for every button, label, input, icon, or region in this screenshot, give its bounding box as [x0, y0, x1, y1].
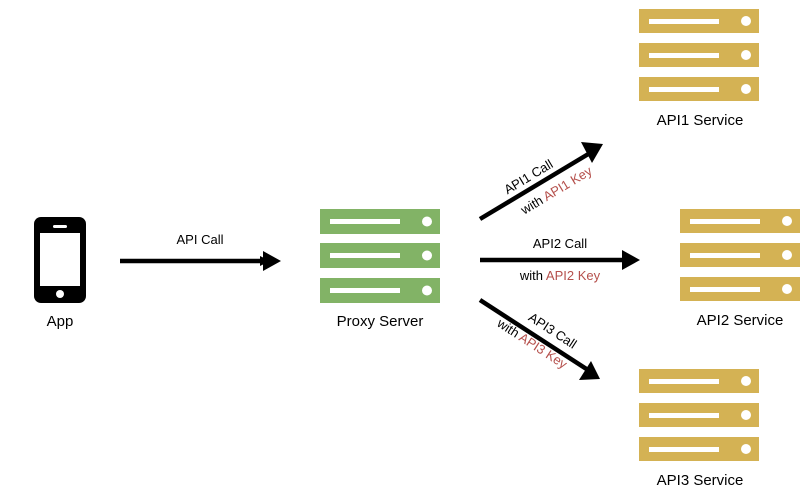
phone-icon	[34, 217, 86, 303]
app-label: App	[47, 313, 74, 330]
api3-server-icon	[639, 369, 759, 461]
api1-service-label: API1 Service	[657, 112, 744, 129]
arrowhead-proxy-api3	[579, 361, 600, 380]
arrowhead-proxy-api1	[581, 142, 603, 163]
arrow-proxy-api3	[478, 298, 590, 372]
arrowhead-app-proxy	[263, 251, 281, 271]
api3-service-label: API3 Service	[657, 472, 744, 489]
api2-server-icon	[680, 209, 800, 301]
edge-label-api-call: API Call	[177, 232, 224, 247]
arrowhead-proxy-api2	[622, 250, 640, 270]
api2-service-label: API2 Service	[697, 312, 784, 329]
edge-label-api2-call: API2 Call	[533, 236, 587, 251]
edge-label-api2-key: with API2 Key	[519, 268, 601, 283]
arrow-proxy-api1	[478, 151, 592, 221]
proxy-server-icon	[320, 209, 440, 303]
proxy-server-label: Proxy Server	[337, 313, 424, 330]
api1-server-icon	[639, 9, 759, 101]
